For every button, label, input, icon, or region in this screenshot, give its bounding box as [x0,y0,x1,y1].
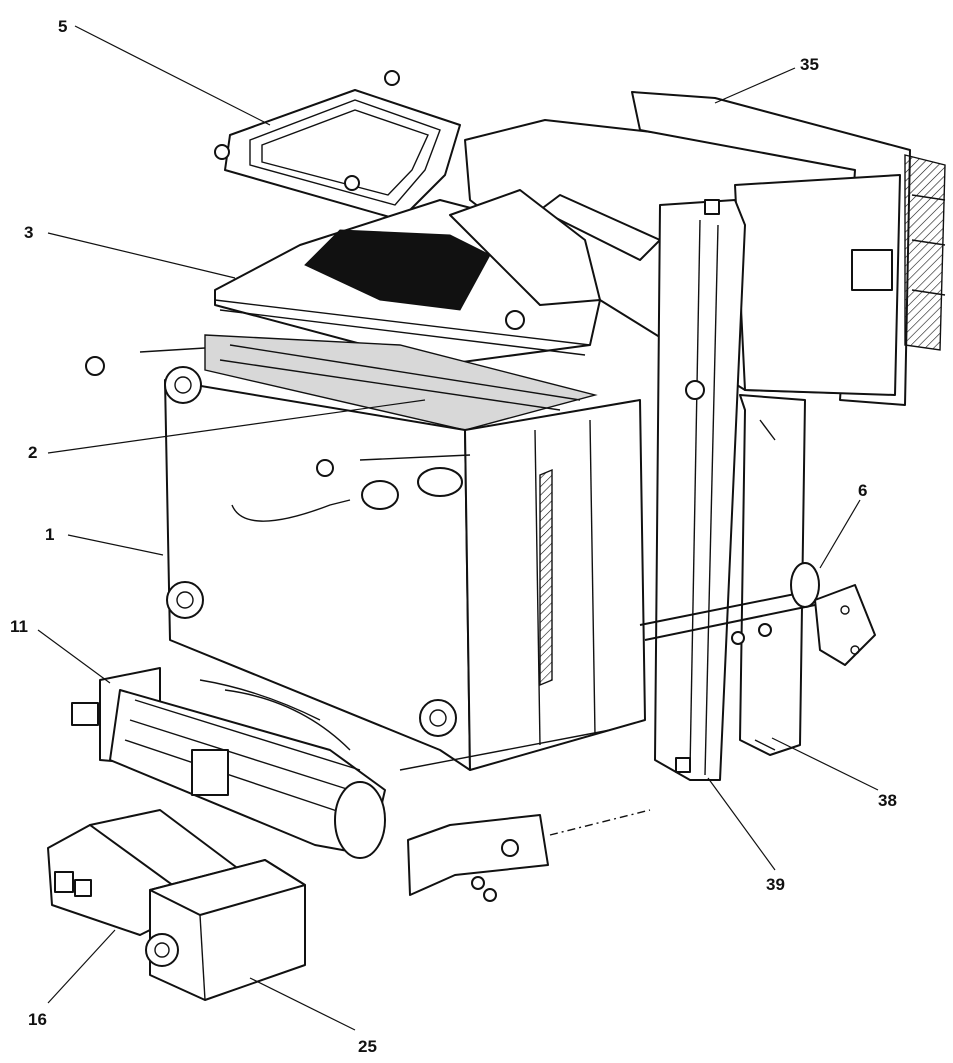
callout-1: 1 [45,525,54,544]
callout-39: 39 [766,875,785,894]
callout-35: 35 [800,55,819,74]
gas-valve-unit [145,859,306,1001]
callout-3: 3 [24,223,33,242]
leader-11 [37,629,111,684]
leader-5 [74,25,271,126]
combustion-chamber-top [214,189,601,366]
callout-11: 11 [10,617,28,636]
callout-labels: 5 35 3 2 1 6 11 38 39 16 25 [10,17,897,1056]
leader-25 [249,977,356,1031]
heat-exchanger-manifold [85,334,598,431]
leader-39 [707,777,776,871]
leader-16 [47,929,116,1004]
callout-5: 5 [58,17,67,36]
pipe-connection-flange [639,562,876,666]
callout-38: 38 [878,791,897,810]
heat-exchanger-body [164,366,646,771]
callout-2: 2 [28,443,37,462]
rear-mounting-frame [654,199,746,781]
leader-lines [37,25,879,1031]
leader-1 [67,534,164,556]
callout-16: 16 [28,1010,47,1029]
leader-3 [47,232,236,279]
leader-38 [771,737,879,791]
side-bracket [739,394,806,756]
leader-35 [714,67,796,104]
sight-glass-cover [214,70,461,221]
callout-6: 6 [858,481,867,500]
burner-assembly [71,667,386,859]
callout-25: 25 [358,1037,377,1056]
leader-2 [47,399,426,454]
leader-6 [819,499,861,569]
mounting-bracket [407,809,651,902]
